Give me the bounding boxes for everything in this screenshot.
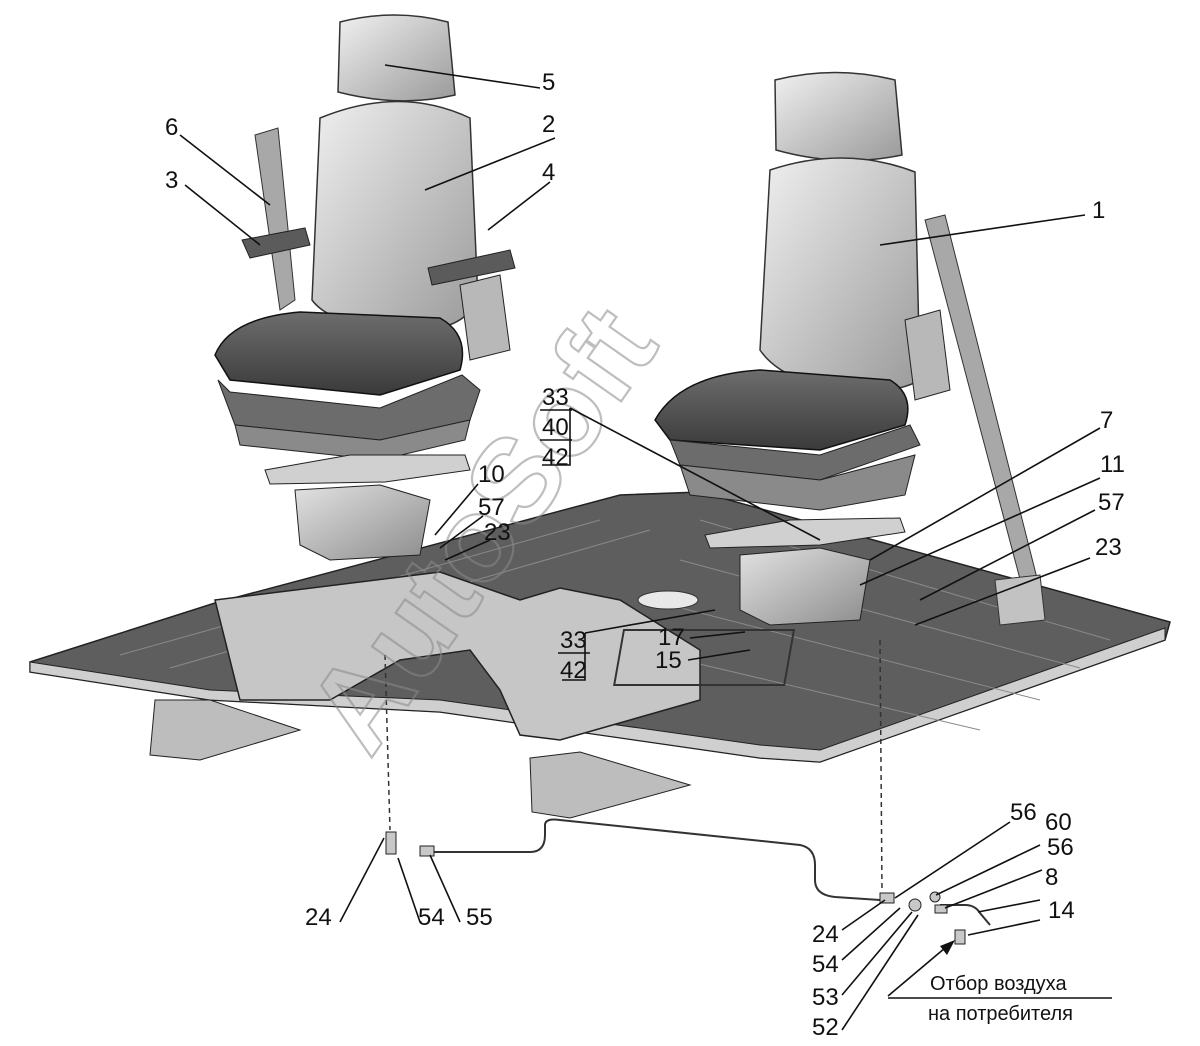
callout-17: 17 xyxy=(658,624,685,651)
leader-lines xyxy=(179,64,1112,1031)
callout-labels: 5 2 6 3 4 1 7 11 57 23 10 57 23 33 40 42… xyxy=(165,69,1125,1041)
air-line xyxy=(384,639,991,926)
note-line-1: Отбор воздуха xyxy=(930,973,1067,995)
callout-23-left: 23 xyxy=(484,519,511,546)
callout-24-right: 24 xyxy=(812,921,839,948)
callout-53: 53 xyxy=(812,984,839,1011)
callout-54-left: 54 xyxy=(418,904,445,931)
callout-57-left: 57 xyxy=(478,494,505,521)
fittings xyxy=(385,831,966,945)
left-seat xyxy=(214,14,516,561)
callout-stack-brackets xyxy=(540,409,590,654)
floor-panel xyxy=(29,491,1171,819)
callout-1: 1 xyxy=(1092,197,1105,224)
callout-56-top: 56 xyxy=(1010,799,1037,826)
callout-57-right: 57 xyxy=(1098,489,1125,516)
callout-40: 40 xyxy=(542,414,569,441)
right-seat xyxy=(654,71,1046,626)
callout-5: 5 xyxy=(542,69,555,96)
callout-3: 3 xyxy=(165,167,178,194)
callout-8: 8 xyxy=(1045,864,1058,891)
callout-10: 10 xyxy=(478,461,505,488)
callout-15: 15 xyxy=(655,647,682,674)
note-line-2: на потребителя xyxy=(928,1003,1073,1025)
callout-7: 7 xyxy=(1100,407,1113,434)
callout-55: 55 xyxy=(466,904,493,931)
callout-23-right: 23 xyxy=(1095,534,1122,561)
callout-52: 52 xyxy=(812,1014,839,1041)
callout-24-left: 24 xyxy=(305,904,332,931)
callout-56-mid: 56 xyxy=(1047,834,1074,861)
callout-42-top: 42 xyxy=(542,444,569,471)
air-take-off-note: Отбор воздуха на потребителя xyxy=(928,973,1073,1025)
callout-33-top: 33 xyxy=(542,384,569,411)
note-arrow xyxy=(887,940,955,997)
callout-6: 6 xyxy=(165,114,178,141)
callout-11: 11 xyxy=(1100,451,1125,478)
callout-54-right: 54 xyxy=(812,951,839,978)
callout-33-bottom: 33 xyxy=(560,627,587,654)
callout-60: 60 xyxy=(1045,809,1072,836)
callout-2: 2 xyxy=(542,111,555,138)
callout-14: 14 xyxy=(1048,897,1075,924)
callout-4: 4 xyxy=(542,159,555,186)
callout-42-bottom: 42 xyxy=(560,657,587,684)
